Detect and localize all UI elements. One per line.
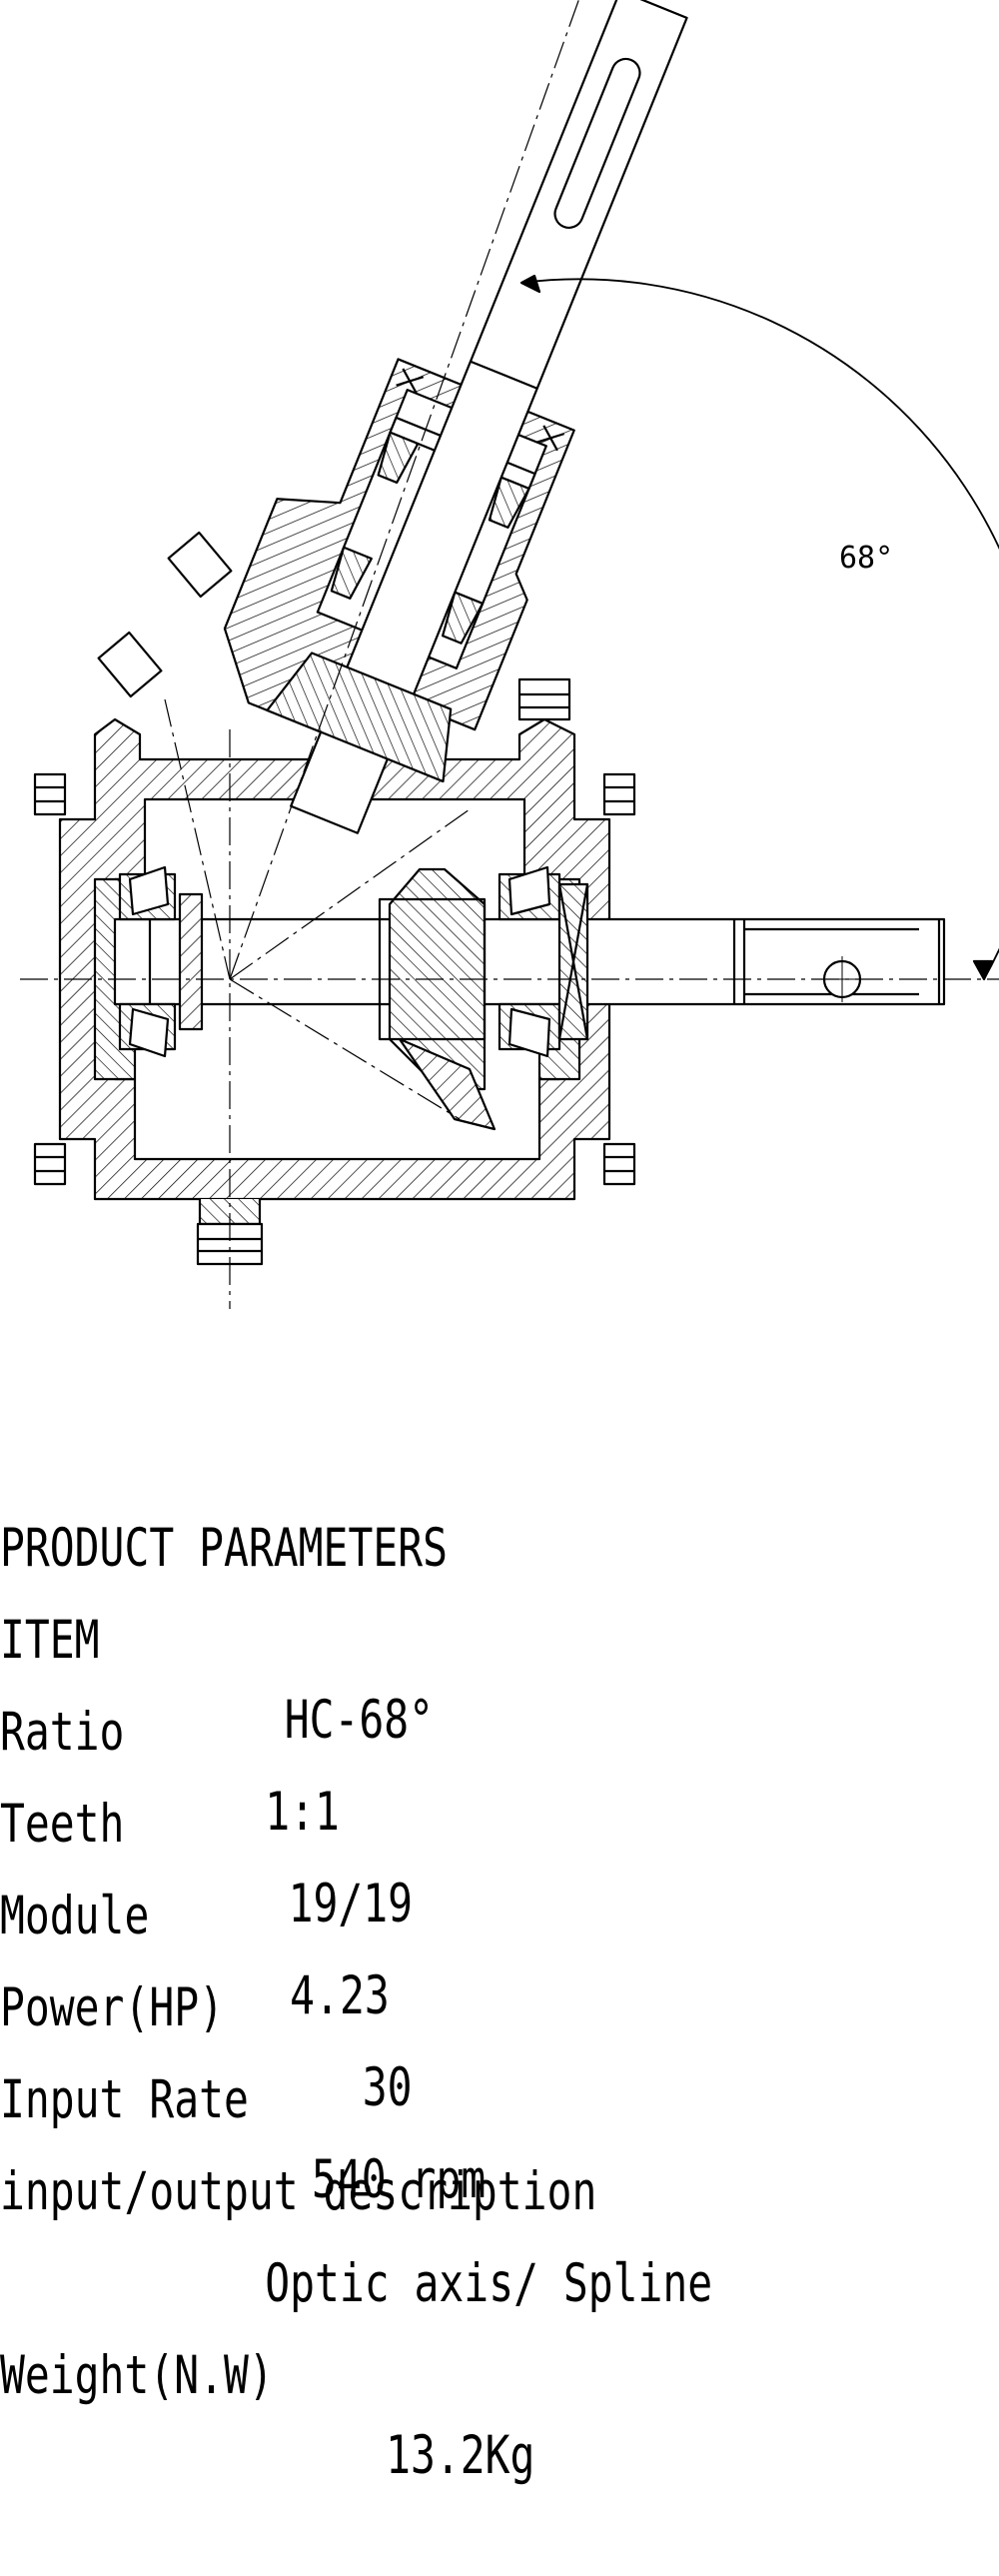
param-label: Module [0,1886,150,1946]
param-row-input-rate: Input Rate 540 rpm [0,1980,779,2210]
left-bearing [118,865,204,1058]
param-value: 13.2Kg [386,2425,535,2486]
param-value: 19/19 [288,1874,414,1934]
right-lower-bolt [602,1142,636,1186]
param-value: 30 [362,2057,413,2118]
param-label: Teeth [0,1794,125,1855]
param-value: 4.23 [290,1965,390,2026]
param-row-weight: Weight(N.W) 13.2Kg [0,2256,779,2486]
angle-dimension [519,274,999,981]
param-label: Weight(N.W) [0,2345,274,2406]
right-housing-bolt [517,677,571,721]
angle-label: 68° [839,541,893,576]
param-label: Ratio [0,1702,125,1763]
param-row-item: ITEM HC-68° [0,1521,779,1751]
center-lines [20,0,999,1309]
param-row-ratio: Ratio 1:1 [0,1613,779,1843]
param-row-io-value: Optic axis/ Spline [0,2164,779,2314]
param-value: 1:1 [265,1782,340,1843]
left-upper-bolt [33,772,67,816]
params-heading-text: PRODUCT PARAMETERS [0,1518,449,1579]
param-label: ITEM [0,1610,100,1671]
param-value: Optic axis/ Spline [265,2253,713,2314]
right-bearing [498,865,589,1058]
param-row-power: Power(HP) 30 [0,1889,779,2118]
param-value: HC-68° [284,1690,435,1751]
output-shaft [113,917,946,1006]
param-label: Power(HP) [0,1977,225,2038]
params-heading: PRODUCT PARAMETERS [0,1429,448,1579]
gearbox-cross-section-drawing: 68° [20,0,999,1309]
param-value: 540 rpm [312,2149,487,2210]
right-upper-bolt [602,772,636,816]
param-row-teeth: Teeth 19/19 [0,1705,779,1934]
left-lower-bolt [33,1142,67,1186]
param-label: input/output description [0,2161,597,2222]
param-label: Input Rate [0,2069,249,2130]
param-row-module: Module 4.23 [0,1797,779,2026]
left-housing-bolts [97,531,233,698]
param-row-io-label: input/output description [0,2072,596,2222]
input-shaft [266,0,688,834]
